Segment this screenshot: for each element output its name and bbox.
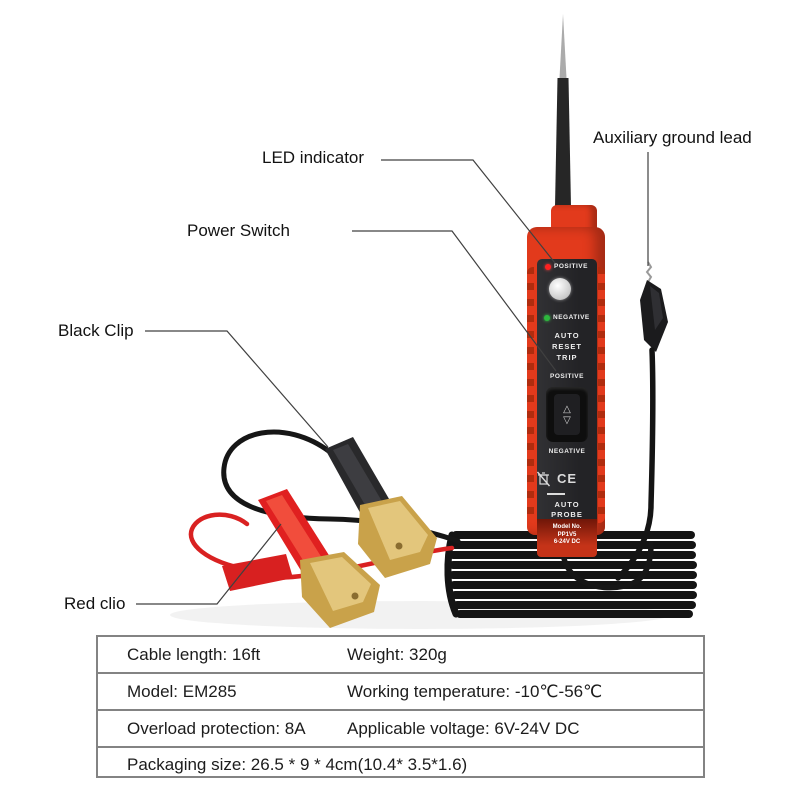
spec-weight: Weight: 320g — [347, 644, 447, 664]
spec-table: Cable length: 16ft Weight: 320g Model: E… — [96, 635, 705, 778]
device-front-panel: POSITIVE NEGATIVE AUTO RESET TRIP POSITI… — [537, 259, 597, 519]
auto-reset-trip-text: AUTO RESET TRIP — [537, 330, 597, 363]
certification-row: CE — [537, 471, 597, 487]
probe-needle — [559, 14, 567, 78]
negative-led-row: NEGATIVE — [544, 314, 604, 321]
device-cable — [560, 541, 654, 591]
auto-probe-text: AUTO PROBE — [537, 500, 597, 520]
black-clip-label: Black Clip — [58, 321, 134, 340]
weee-crossed-bin-icon — [537, 471, 550, 487]
table-row: Overload protection: 8A Applicable volta… — [98, 711, 703, 748]
voltage-range: 6-24V DC — [553, 539, 581, 545]
positive-led-row: POSITIVE — [545, 263, 605, 270]
red-led-dot-icon — [545, 263, 551, 270]
green-led-dot-icon — [544, 314, 550, 321]
power-switch-rocker[interactable]: △ ▽ — [546, 387, 588, 442]
spec-overload-protection: Overload protection: 8A — [127, 718, 306, 738]
auto-text: AUTO — [554, 331, 580, 340]
switch-positive-label: POSITIVE — [550, 373, 584, 380]
model-number: PP1V5 — [557, 531, 577, 538]
spec-working-temperature: Working temperature: -10℃-56℃ — [347, 681, 603, 701]
device-rib-right — [598, 267, 605, 523]
switch-negative-label: NEGATIVE — [548, 448, 586, 455]
spec-packaging-size: Packaging size: 26.5 * 9 * 4cm(10.4* 3.5… — [127, 754, 468, 774]
rocker-buttons[interactable]: △ ▽ — [554, 394, 580, 435]
model-no-label: Model No. — [552, 524, 582, 530]
red-clip-label: Red clio — [64, 594, 126, 613]
black-clip — [325, 437, 437, 578]
aux-clip-highlight — [650, 286, 663, 330]
trip-text: TRIP — [556, 353, 578, 362]
table-row: Model: EM285 Working temperature: -10℃-5… — [98, 674, 703, 711]
spec-model: Model: EM285 — [127, 681, 237, 701]
led-indicator-label: LED indicator — [262, 148, 365, 167]
positive-label: POSITIVE — [554, 263, 588, 270]
model-info: Model No. PP1V5 6-24V DC — [537, 519, 597, 557]
rocker-down-icon[interactable]: ▽ — [563, 414, 571, 426]
auto-probe-line2: PROBE — [551, 510, 583, 519]
negative-label: NEGATIVE — [553, 314, 590, 321]
device-body: POSITIVE NEGATIVE AUTO RESET TRIP POSITI… — [527, 227, 605, 557]
ce-mark: CE — [556, 471, 578, 486]
spec-cable-length: Cable length: 16ft — [127, 644, 261, 664]
led-indicator-light — [549, 278, 571, 300]
probe-shaft — [555, 78, 571, 207]
ce-underline — [547, 493, 565, 495]
power-switch-label: Power Switch — [187, 221, 290, 240]
reset-text: RESET — [551, 342, 582, 351]
rocker-up-icon[interactable]: △ — [563, 403, 571, 415]
table-row: Packaging size: 26.5 * 9 * 4cm(10.4* 3.5… — [98, 748, 703, 781]
auto-probe-line1: AUTO — [554, 500, 580, 509]
spec-applicable-voltage: Applicable voltage: 6V-24V DC — [347, 718, 580, 738]
auxiliary-ground-lead — [615, 261, 668, 581]
device-rib-left — [527, 267, 534, 523]
aux-clip-tip — [645, 261, 653, 283]
red-clip-boot — [222, 554, 293, 591]
aux-ground-lead-label: Auxiliary ground lead — [593, 128, 752, 147]
aux-wire — [615, 347, 656, 581]
table-row: Cable length: 16ft Weight: 320g — [98, 637, 703, 674]
power-probe-device: POSITIVE NEGATIVE AUTO RESET TRIP POSITI… — [527, 205, 605, 557]
